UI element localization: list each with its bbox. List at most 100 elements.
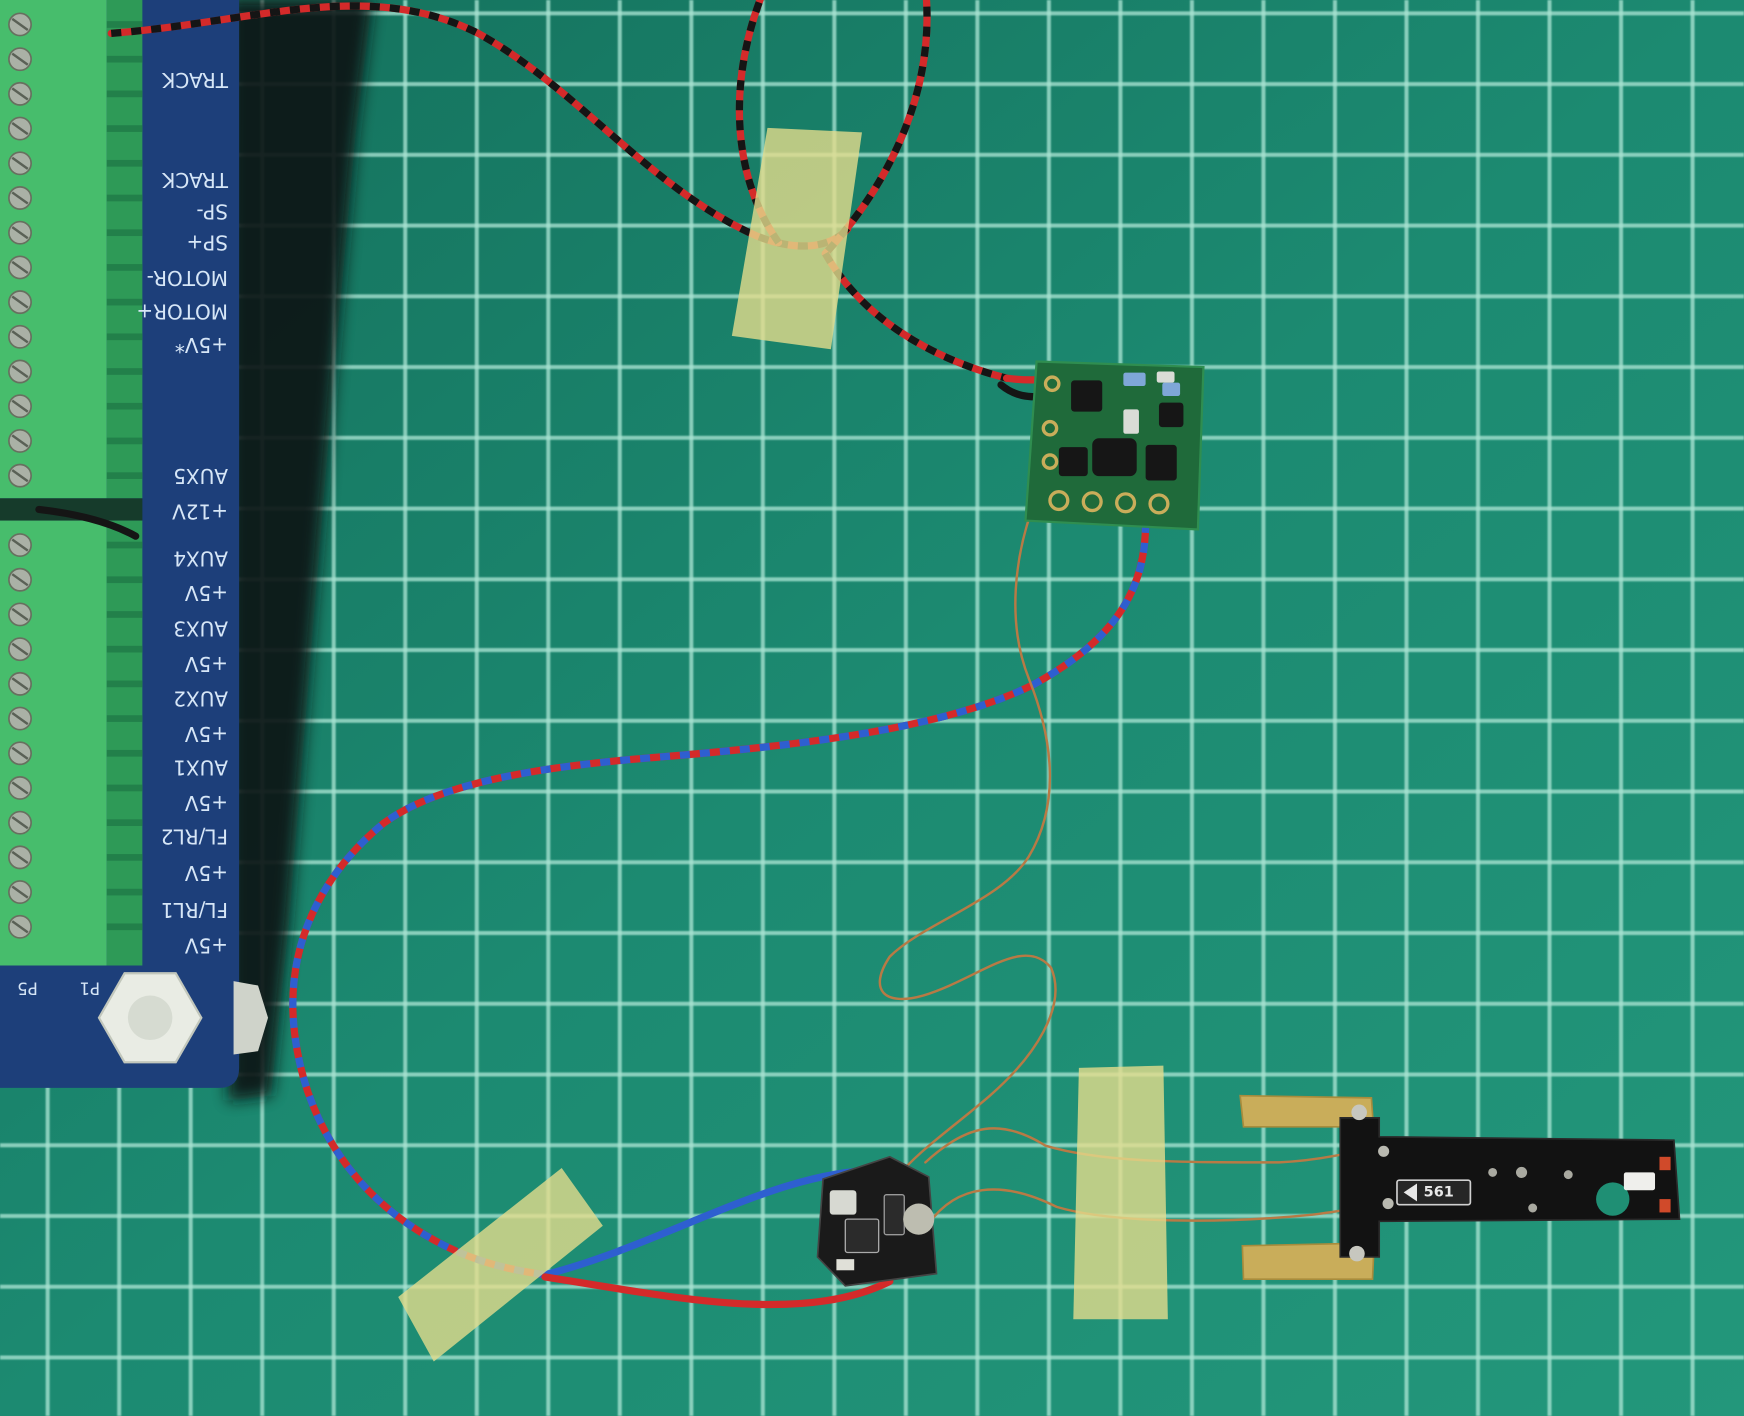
solder-joint [1378, 1145, 1390, 1157]
screw-slot [11, 712, 29, 726]
module-pad [836, 1259, 855, 1271]
terminal-ridge [106, 680, 143, 688]
pcb-pad [1048, 489, 1070, 512]
resistor-marking: 561 [1424, 1184, 1454, 1200]
tape-strip [1073, 1065, 1168, 1320]
pin-label: +12V [172, 500, 228, 524]
pin-label: +5V [185, 722, 229, 746]
terminal-ridge [106, 888, 143, 896]
screw-slot [11, 642, 29, 656]
terminal-gap [0, 498, 143, 521]
tape-strip [731, 127, 862, 350]
terminal-ridge [106, 194, 143, 202]
terminal-ridge [106, 541, 143, 549]
pcb-pad [1043, 375, 1061, 393]
pcb-pad [1041, 453, 1059, 470]
solder-dot [1528, 1203, 1538, 1213]
terminal-ridge [106, 576, 143, 584]
screw-slot [11, 781, 29, 795]
masking-tape [398, 127, 1168, 1362]
terminal-block-top [0, 0, 107, 499]
direction-arrow-icon [1403, 1183, 1417, 1202]
smd-capacitor [1162, 382, 1181, 396]
led-board: 561 [1239, 1094, 1681, 1281]
screw-slot [11, 226, 29, 240]
pin-label: MOTOR- [147, 266, 228, 290]
terminal-ridge [106, 923, 143, 931]
terminal-block-bottom-ridge [106, 520, 143, 966]
screw-slot [11, 122, 29, 136]
screw-slot [11, 364, 29, 379]
terminal-ridge [106, 90, 143, 98]
terminal-ridge [106, 611, 143, 618]
pin-label: AUX1 [173, 756, 228, 780]
solder-dot [1515, 1166, 1528, 1178]
screw-slot [11, 17, 29, 32]
screw-slot [11, 399, 29, 413]
terminal-ridge [106, 333, 143, 341]
pcb-pad [1041, 419, 1059, 437]
smd-capacitor [1123, 372, 1146, 386]
connector-label-p5: P5 [17, 978, 38, 997]
pin-label: FL/RL2 [161, 824, 228, 848]
pin-label: FL/RL1 [161, 898, 228, 922]
screw-slot [11, 885, 29, 899]
led-pad [1659, 1199, 1671, 1213]
solder-dot [1488, 1167, 1498, 1177]
mounting-hole [1596, 1182, 1630, 1216]
pin-label: AUX2 [173, 687, 228, 711]
pin-label: +5V [185, 581, 229, 605]
terminal-ridge [106, 125, 143, 132]
screw-slot [11, 434, 29, 448]
green-pcb [1024, 360, 1205, 531]
solder-joint [1349, 1245, 1365, 1262]
screw-slot [11, 52, 29, 66]
screw-slot [11, 607, 29, 622]
smd-resistor [1156, 371, 1175, 383]
standoff-bore [127, 995, 173, 1041]
pin-labels: TRACK TRACK SP- SP+ MOTOR- MOTOR+ +5V* A… [136, 68, 229, 957]
pin-label: +5V [185, 861, 229, 885]
led-pad [1659, 1156, 1671, 1171]
pin-label: TRACK [161, 168, 229, 192]
copper-wire [878, 501, 1057, 1181]
screw-slot [11, 156, 29, 170]
transistor-chip [1071, 380, 1103, 412]
terminal-ridge [106, 854, 143, 861]
terminal-ridge [106, 55, 143, 63]
pin-label: AUX4 [173, 546, 228, 570]
screw-slot [11, 850, 29, 864]
smd-resistor [1123, 409, 1139, 434]
transistor-chip [1145, 444, 1177, 481]
transistor-chip [1058, 447, 1088, 477]
screw-slot [11, 677, 29, 691]
solder-dot [1563, 1170, 1573, 1180]
pin-label: AUX3 [173, 616, 228, 640]
pcb-pad [1148, 493, 1170, 515]
black-wire-stub [35, 505, 140, 540]
screw-slot [11, 330, 29, 344]
terminal-ridge [106, 368, 143, 375]
terminal-ridge [106, 749, 143, 757]
screw-slot [11, 295, 29, 309]
terminal-ridge [106, 298, 143, 306]
screw-slot [11, 816, 29, 830]
terminal-ridge [106, 437, 143, 445]
solder-joint [1351, 1104, 1367, 1121]
pcb-pad [1115, 492, 1137, 514]
terminal-ridge [106, 229, 143, 237]
screw-slot [11, 469, 29, 483]
module-capacitor [903, 1203, 935, 1235]
screw-slot [11, 87, 29, 101]
terminal-ridge [106, 21, 143, 28]
terminal-screws [8, 12, 32, 939]
pin-label: SP- [196, 199, 228, 223]
terminal-block-top-ridge [106, 0, 143, 499]
terminal-ridges [106, 21, 143, 931]
small-module [816, 1155, 938, 1287]
screw-slot [11, 746, 29, 760]
led-chip [1623, 1172, 1656, 1191]
screw-slot [11, 260, 29, 274]
terminal-ridge [106, 645, 143, 653]
decoder-breakout-board: TRACK TRACK SP- SP+ MOTOR- MOTOR+ +5V* A… [0, 0, 269, 1088]
